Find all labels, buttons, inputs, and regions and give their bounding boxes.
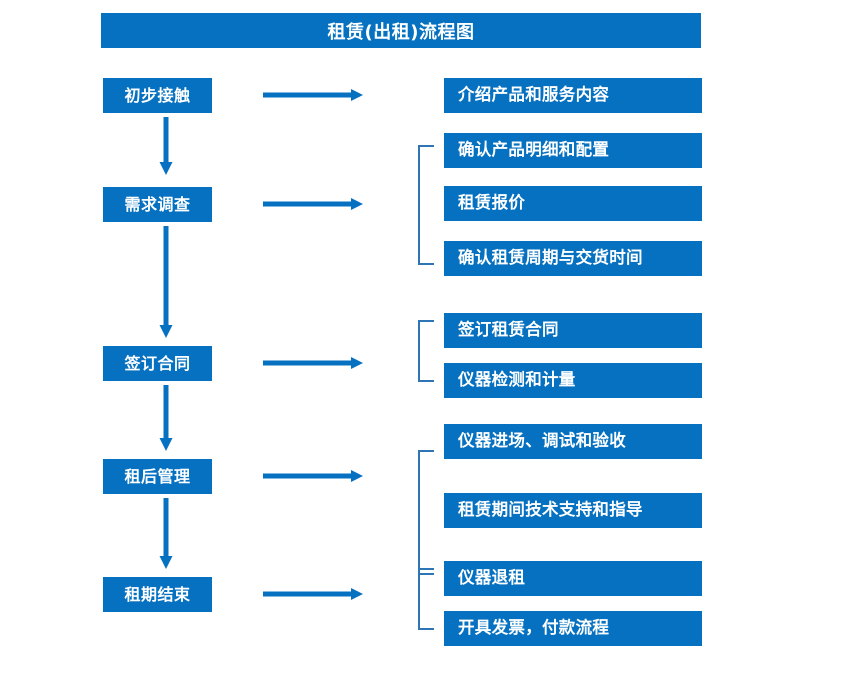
task-node-2-label: 确认产品明细和配置	[458, 140, 610, 160]
bracket-icon-1	[417, 145, 435, 265]
bracket-icon-3	[417, 450, 435, 575]
right-arrow-icon-1	[263, 88, 363, 102]
stage-node-2[interactable]: 需求调查	[103, 187, 212, 222]
task-node-7[interactable]: 仪器进场、调试和验收	[444, 424, 702, 459]
task-node-8[interactable]: 租赁期间技术支持和指导	[444, 493, 702, 528]
task-node-3[interactable]: 租赁报价	[444, 186, 702, 221]
down-arrow-icon-4	[158, 498, 174, 569]
bracket-icon-2	[417, 320, 435, 382]
task-node-9[interactable]: 仪器退租	[444, 561, 702, 596]
stage-node-3-label: 签订合同	[124, 353, 191, 373]
task-node-5[interactable]: 签订租赁合同	[444, 313, 702, 348]
stage-node-5-label: 租期结束	[124, 584, 191, 604]
task-node-2[interactable]: 确认产品明细和配置	[444, 133, 702, 168]
task-node-10-label: 开具发票，付款流程	[458, 618, 610, 638]
stage-node-1[interactable]: 初步接触	[103, 78, 212, 113]
right-arrow-icon-5	[263, 587, 363, 601]
down-arrow-icon-3	[158, 385, 174, 451]
task-node-4[interactable]: 确认租赁周期与交货时间	[444, 241, 702, 276]
task-node-9-label: 仪器退租	[458, 568, 526, 588]
task-node-1-label: 介绍产品和服务内容	[458, 85, 610, 105]
task-node-10[interactable]: 开具发票，付款流程	[444, 611, 702, 646]
task-node-7-label: 仪器进场、调试和验收	[458, 431, 626, 451]
right-arrow-icon-4	[263, 469, 363, 483]
right-arrow-icon-3	[263, 356, 363, 370]
task-node-5-label: 签订租赁合同	[458, 320, 559, 340]
stage-node-2-label: 需求调查	[124, 194, 191, 214]
task-node-6[interactable]: 仪器检测和计量	[444, 363, 702, 398]
task-node-4-label: 确认租赁周期与交货时间	[458, 248, 643, 268]
right-arrow-icon-2	[263, 197, 363, 211]
task-node-8-label: 租赁期间技术支持和指导	[458, 500, 643, 520]
stage-node-5[interactable]: 租期结束	[103, 577, 212, 612]
task-node-3-label: 租赁报价	[458, 193, 526, 213]
task-node-1[interactable]: 介绍产品和服务内容	[444, 78, 702, 113]
diagram-title: 租赁(出租)流程图	[327, 21, 475, 43]
task-node-6-label: 仪器检测和计量	[458, 370, 576, 390]
down-arrow-icon-2	[158, 226, 174, 338]
stage-node-3[interactable]: 签订合同	[103, 346, 212, 381]
stage-node-4[interactable]: 租后管理	[103, 459, 212, 494]
diagram-title-bar: 租赁(出租)流程图	[101, 13, 701, 48]
stage-node-4-label: 租后管理	[124, 466, 191, 486]
bracket-icon-4	[417, 568, 435, 630]
stage-node-1-label: 初步接触	[124, 85, 191, 105]
down-arrow-icon-1	[158, 117, 174, 175]
